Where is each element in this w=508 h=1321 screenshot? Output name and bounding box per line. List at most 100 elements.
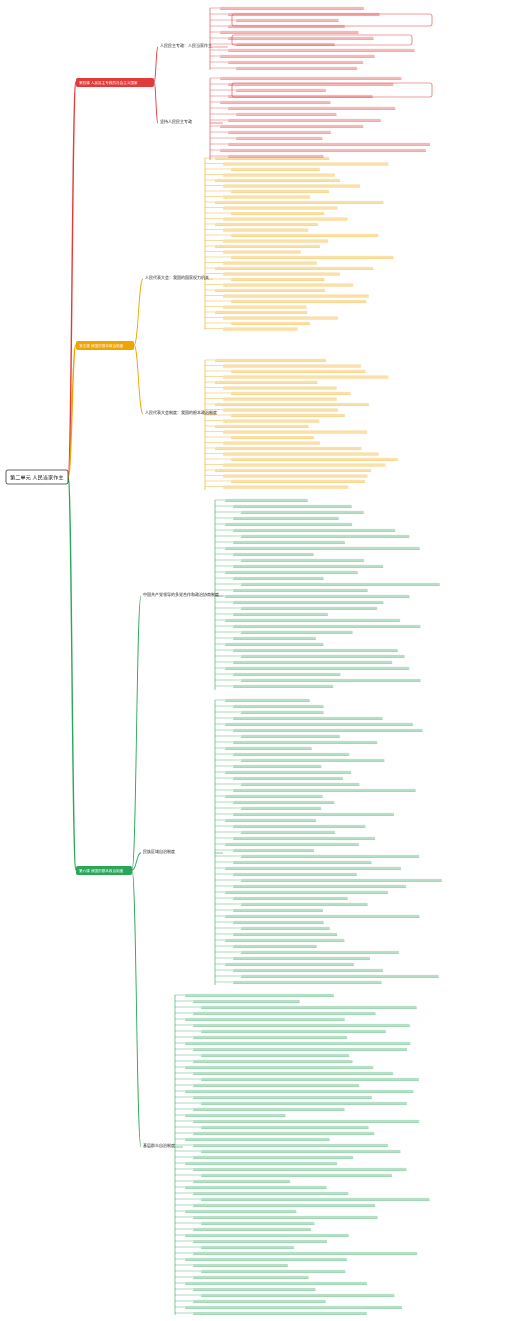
branch-orange[interactable]: 第五课 我国的根本政治制度 [76,341,134,350]
subtopic-green-2[interactable]: 民族区域自治制度 [143,848,175,854]
detail-green-2-37 [233,920,324,924]
detail-green-2-47 [233,980,382,984]
detail-green-3-23 [193,1131,375,1135]
detail-orange-1-22 [231,277,325,281]
detail-red-2-0 [220,76,402,80]
detail-orange-2-16 [215,446,362,450]
subtopic-red-2[interactable]: 坚持人民民主专政 [160,118,192,124]
detail-green-3-13 [193,1071,394,1075]
detail-green-3-39 [193,1227,312,1231]
detail-green-3-49 [193,1287,316,1291]
detail-green-3-19 [193,1107,345,1111]
detail-red-2-10 [236,136,323,140]
detail-green-2-10 [241,758,385,762]
detail-green-1-15 [233,588,368,592]
detail-green-2-45 [233,968,384,972]
detail-orange-1-31 [223,327,298,330]
detail-green-2-17 [233,800,335,804]
detail-green-1-7 [233,540,346,544]
detail-green-3-30 [201,1173,393,1177]
detail-green-1-0 [225,498,308,502]
detail-green-1-20 [225,618,401,622]
branch-red[interactable]: 第四课 人民民主专政的社会主义国家 [76,78,154,87]
detail-green-2-1 [233,704,324,708]
detail-orange-2-9 [223,408,339,411]
detail-orange-2-23 [223,485,349,488]
subtopic-green-3[interactable]: 基层群众自治制度 [143,1142,175,1148]
detail-orange-2-11 [223,419,320,422]
detail-green-2-3 [233,716,383,720]
detail-orange-1-21 [223,272,341,275]
detail-orange-2-2 [231,369,366,373]
link-green-2 [131,852,142,871]
detail-orange-2-18 [231,457,398,461]
subtopic-green-2-label: 民族区域自治制度 [143,848,175,854]
detail-orange-1-26 [231,299,367,303]
subtopic-orange-1[interactable]: 人民代表大会：我国的国家权力机关 [145,274,209,280]
link-red-2 [153,81,159,124]
subtopic-orange-2[interactable]: 人民代表大会制度：我国的根本政治制度 [145,409,217,415]
detail-green-1-29 [233,672,341,676]
detail-orange-1-15 [223,239,329,242]
detail-green-2-40 [225,938,345,942]
subtopic-red-1-label: 人民民主专政：人民当家作主 [160,42,212,48]
branch-green[interactable]: 第六课 我国的基本政治制度 [76,866,132,875]
subtopic-green-1[interactable]: 中国共产党领导的多党合作和政治协商制度 [143,591,219,597]
root-node[interactable]: 第二单元 人民当家作主 [5,469,69,485]
detail-green-3-9 [193,1047,408,1051]
detail-green-2-36 [225,914,420,918]
detail-orange-1-4 [215,178,341,182]
detail-green-1-13 [233,576,324,580]
detail-green-1-4 [225,522,353,526]
detail-green-1-8 [225,546,420,550]
detail-green-2-31 [233,884,407,888]
detail-green-3-16 [185,1089,414,1093]
detail-orange-1-3 [223,173,335,176]
detail-green-3-41 [193,1239,328,1243]
detail-green-2-21 [233,824,366,828]
detail-green-2-30 [241,878,442,882]
link-green-3 [131,869,142,1148]
detail-orange-1-18 [231,255,394,259]
link-orange-2 [133,344,144,415]
branch-green-label: 第六课 我国的基本政治制度 [79,868,124,873]
detail-orange-1-13 [223,228,309,231]
detail-red-2-11 [228,142,431,146]
subtopic-red-1[interactable]: 人民民主专政：人民当家作主 [160,42,212,48]
detail-orange-2-20 [215,468,372,472]
emphasis-outline-2 [231,82,433,98]
emphasis-outline-1 [231,34,413,46]
detail-green-3-11 [193,1059,353,1063]
detail-orange-2-14 [231,435,315,439]
detail-green-2-38 [241,926,330,930]
detail-green-1-9 [233,552,314,556]
detail-green-3-52 [185,1305,403,1309]
detail-green-2-4 [225,722,413,726]
detail-orange-1-12 [215,222,319,226]
detail-green-3-22 [201,1125,369,1129]
detail-orange-1-5 [223,184,361,187]
detail-orange-1-2 [231,167,320,171]
detail-red-1-4 [220,30,359,34]
detail-green-3-47 [193,1275,309,1279]
detail-green-1-26 [241,654,405,658]
detail-red-1-2 [236,18,339,22]
detail-green-2-22 [241,830,336,834]
detail-red-2-6 [236,112,337,116]
detail-green-2-23 [233,836,376,840]
detail-green-1-6 [241,534,410,538]
detail-orange-1-29 [223,316,339,319]
detail-red-2-13 [228,154,324,158]
detail-orange-1-24 [215,288,326,292]
link-green-1 [131,595,142,871]
detail-orange-2-17 [223,452,379,455]
detail-orange-1-14 [231,233,379,237]
detail-green-1-25 [233,648,398,652]
detail-red-1-6 [236,42,335,46]
link-root-red [67,81,77,478]
detail-red-1-9 [228,60,364,64]
detail-green-1-22 [241,630,353,634]
detail-green-1-24 [225,642,324,646]
detail-green-1-1 [233,504,352,508]
